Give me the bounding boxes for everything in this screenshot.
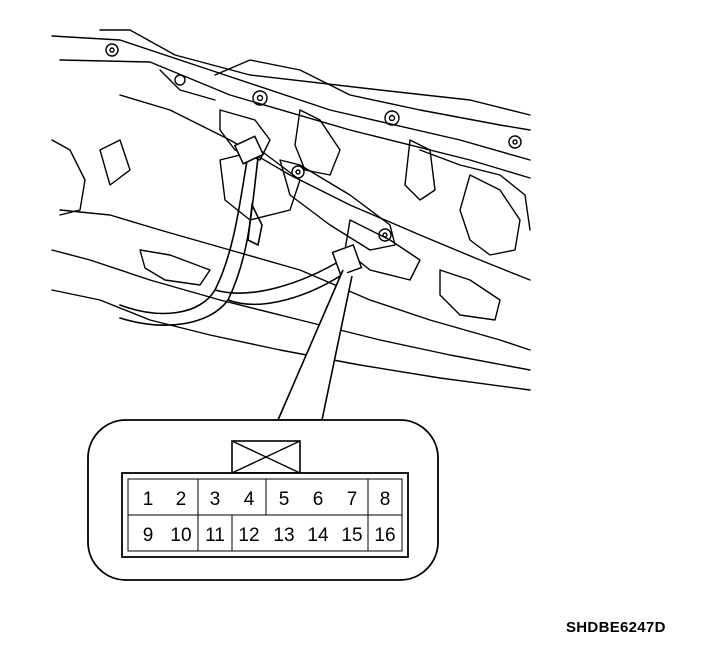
connector-pin-13: 13 <box>273 525 294 546</box>
pin-row-bottom: 9 10 11 12 13 14 15 16 <box>143 525 396 546</box>
harness-connector <box>233 135 363 276</box>
dashboard-panel-drawing <box>51 29 531 391</box>
pin-row-top: 1 2 3 4 5 6 7 8 <box>143 489 391 510</box>
connector-pin-10: 10 <box>170 525 191 546</box>
connector-pin-16: 16 <box>374 525 395 546</box>
connector-pin-11: 11 <box>205 525 225 546</box>
connector-pin-3: 3 <box>210 489 221 510</box>
connector-pin-1: 1 <box>143 489 154 510</box>
connector-pin-2: 2 <box>176 489 187 510</box>
connector-pin-6: 6 <box>313 489 324 510</box>
connector-lock-tab <box>231 440 301 474</box>
connector-pin-15: 15 <box>341 525 362 546</box>
wire-harness <box>119 154 353 326</box>
callout-leader <box>276 269 353 421</box>
connector-pin-4: 4 <box>244 489 255 510</box>
connector-pin-5: 5 <box>279 489 290 510</box>
connector-pin-9: 9 <box>143 525 154 546</box>
connector-pin-14: 14 <box>307 525 329 546</box>
connector-pin-7: 7 <box>347 489 358 510</box>
figure-reference-code: SHDBE6247D <box>566 619 666 636</box>
connector-pin-8: 8 <box>380 489 391 510</box>
connector-pin-12: 12 <box>238 525 259 546</box>
